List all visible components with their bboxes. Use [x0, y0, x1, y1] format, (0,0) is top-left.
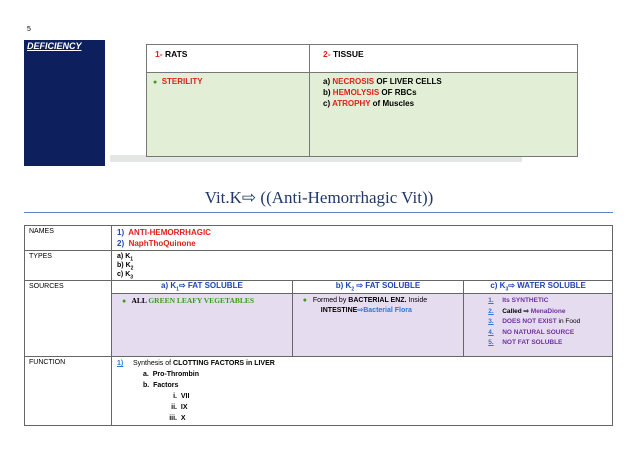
deficiency-body-row: ● STERILITY a) NECROSIS OF LIVER CELLS b… [147, 73, 577, 156]
table-row: TYPES a) K1 b) K2 c) K3 [24, 250, 613, 281]
table-row: NAMES 1) ANTI-HEMORRHAGIC 2) NaphThoQuin… [24, 225, 613, 251]
list-item: ii. IX [171, 404, 188, 411]
list-item: i. VII [173, 393, 190, 400]
bullet-icon: ● [153, 79, 158, 86]
table-row: FUNCTION 1) Synthesis of CLOTTING FACTOR… [24, 356, 613, 426]
bullet-icon: ● [122, 297, 127, 305]
tissue-item: a) NECROSIS OF LIVER CELLS [323, 77, 442, 86]
deficiency-header-row: 1- RATS 2- TISSUE [147, 45, 577, 73]
sources-cell: a) K1⇨ FAT SOLUBLE b) K2 ⇨ FAT SOLUBLE c… [111, 280, 613, 357]
page-marker: 5 [27, 26, 31, 33]
source-k2-content: ● Formed by BACTERIAL ENZ. Inside INTEST… [292, 293, 465, 356]
list-item: b. Factors [143, 382, 179, 389]
source-k1-content: ● ALL GREEN LEAFY VEGETABLES [112, 293, 293, 356]
list-item: 3.DOES NOT EXIST in Food [488, 318, 581, 325]
table-row: SOURCES a) K1⇨ FAT SOLUBLE b) K2 ⇨ FAT S… [24, 280, 613, 357]
list-item: 2.Called ⇨ MenaDione [488, 307, 566, 315]
list-item: 1) ANTI-HEMORRHAGIC [117, 228, 211, 237]
page-title: Vit.K⇨ ((Anti-Hemorrhagic Vit)) [204, 188, 434, 207]
deficiency-divider [110, 155, 522, 162]
row-label-sources: SOURCES [24, 280, 112, 357]
names-cell: 1) ANTI-HEMORRHAGIC 2) NaphThoQuinone [111, 225, 613, 251]
list-item: 5.NOT FAT SOLUBLE [488, 339, 563, 346]
bullet-icon: ● [302, 297, 308, 304]
list-item: a. Pro-Thrombin [143, 371, 200, 378]
deficiency-table: 1- RATS 2- TISSUE ● STERILITY a) NECROSI… [146, 44, 578, 157]
list-item: a) K1 [117, 253, 134, 263]
list-item: b) K2 [117, 262, 134, 272]
rats-header: 1- RATS [155, 49, 188, 59]
tissue-header: 2- TISSUE [323, 49, 364, 59]
source-k3-content: 1.Its SYNTHETIC 2.Called ⇨ MenaDione 3.D… [463, 293, 612, 356]
rats-item: ● STERILITY [153, 77, 203, 86]
source-header-k2: b) K2 ⇨ FAT SOLUBLE [292, 281, 465, 294]
vitamin-k-table: NAMES 1) ANTI-HEMORRHAGIC 2) NaphThoQuin… [24, 225, 613, 426]
types-cell: a) K1 b) K2 c) K3 [111, 250, 613, 281]
row-label-names: NAMES [24, 225, 112, 251]
row-label-function: FUNCTION [24, 356, 112, 426]
tissue-item: b) HEMOLYSIS OF RBCs [323, 88, 417, 97]
column-divider [309, 45, 310, 156]
list-item: c) K3 [117, 271, 134, 281]
list-item: 4.NO NATURAL SOURCE [488, 328, 575, 336]
deficiency-label: DEFICIENCY [27, 41, 82, 51]
list-item: 2) NaphThoQuinone [117, 239, 196, 248]
list-item: 1.Its SYNTHETIC [488, 297, 549, 304]
list-item: iii. X [169, 415, 186, 422]
row-label-types: TYPES [24, 250, 112, 281]
sources-subtable: a) K1⇨ FAT SOLUBLE b) K2 ⇨ FAT SOLUBLE c… [112, 281, 612, 356]
function-cell: 1) Synthesis of CLOTTING FACTORS in LIVE… [111, 356, 613, 426]
title-underline [24, 212, 613, 213]
source-header-k1: a) K1⇨ FAT SOLUBLE [112, 281, 293, 294]
source-header-k3: c) K3⇨ WATER SOLUBLE [463, 281, 612, 294]
tissue-item: c) ATROPHY of Muscles [323, 99, 415, 108]
list-item: 1) Synthesis of CLOTTING FACTORS in LIVE… [117, 360, 275, 367]
